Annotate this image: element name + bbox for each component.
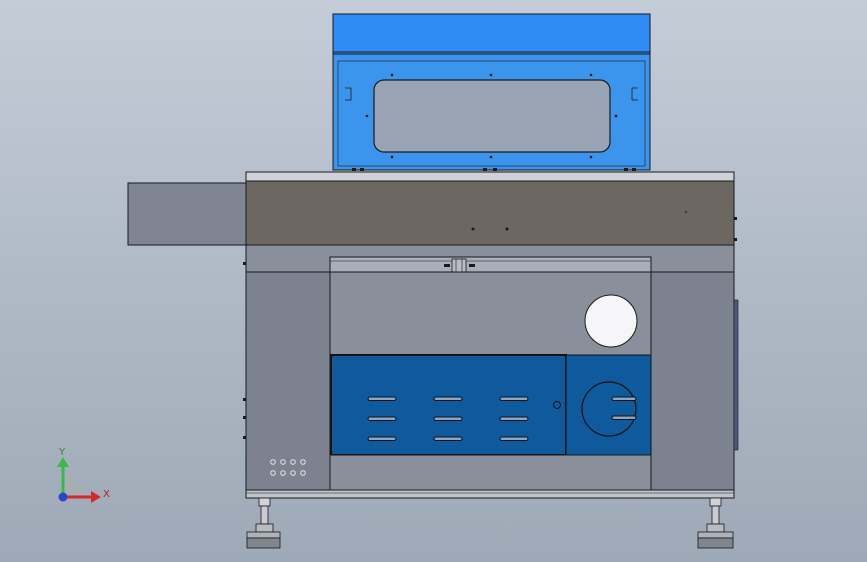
top-rail	[245, 171, 735, 182]
upper-cabinet-edge-clips	[734, 217, 737, 241]
left-side-panel	[245, 271, 331, 491]
door-lock-knob[interactable]	[553, 401, 561, 409]
center-mount-bracket	[444, 258, 475, 273]
lid-viewing-window	[373, 79, 611, 153]
right-edge-strip	[733, 299, 739, 451]
lid	[332, 13, 651, 171]
inner-top-strip	[329, 256, 652, 273]
lid-rivets	[365, 73, 618, 159]
lid-bottom-tabs	[352, 168, 636, 171]
leveling-foot-left	[246, 497, 281, 549]
y-axis-label: Y	[58, 447, 66, 458]
lid-top-panel	[332, 13, 651, 55]
lid-bracket-right	[631, 87, 638, 101]
base-plate	[245, 489, 735, 499]
lid-bracket-left	[345, 87, 352, 101]
lid-frame-inner-border	[337, 60, 646, 167]
side-extension-box	[127, 182, 247, 246]
bottom-front-panel	[329, 454, 652, 491]
cooling-fan	[581, 381, 637, 437]
upper-cabinet-mark	[685, 211, 687, 213]
right-side-panel	[650, 271, 735, 491]
upper-cabinet-screw-2	[505, 227, 509, 231]
x-axis-label: X	[103, 489, 110, 500]
y-axis-arrowhead	[57, 457, 69, 467]
fan-grill-slots	[611, 396, 637, 420]
x-axis-arrowhead	[91, 491, 101, 503]
door-vent-slots	[367, 396, 529, 441]
round-inspection-window	[584, 294, 638, 348]
leveling-foot-right	[697, 497, 734, 549]
left-panel-vent-holes	[270, 459, 306, 476]
coordinate-triad: Y X	[57, 447, 110, 503]
upper-cabinet	[245, 180, 735, 246]
left-edge-clips	[243, 262, 246, 439]
upper-cabinet-screw-1	[471, 227, 475, 231]
z-axis-dot	[58, 492, 68, 502]
triad-plane-indicator	[63, 477, 83, 497]
